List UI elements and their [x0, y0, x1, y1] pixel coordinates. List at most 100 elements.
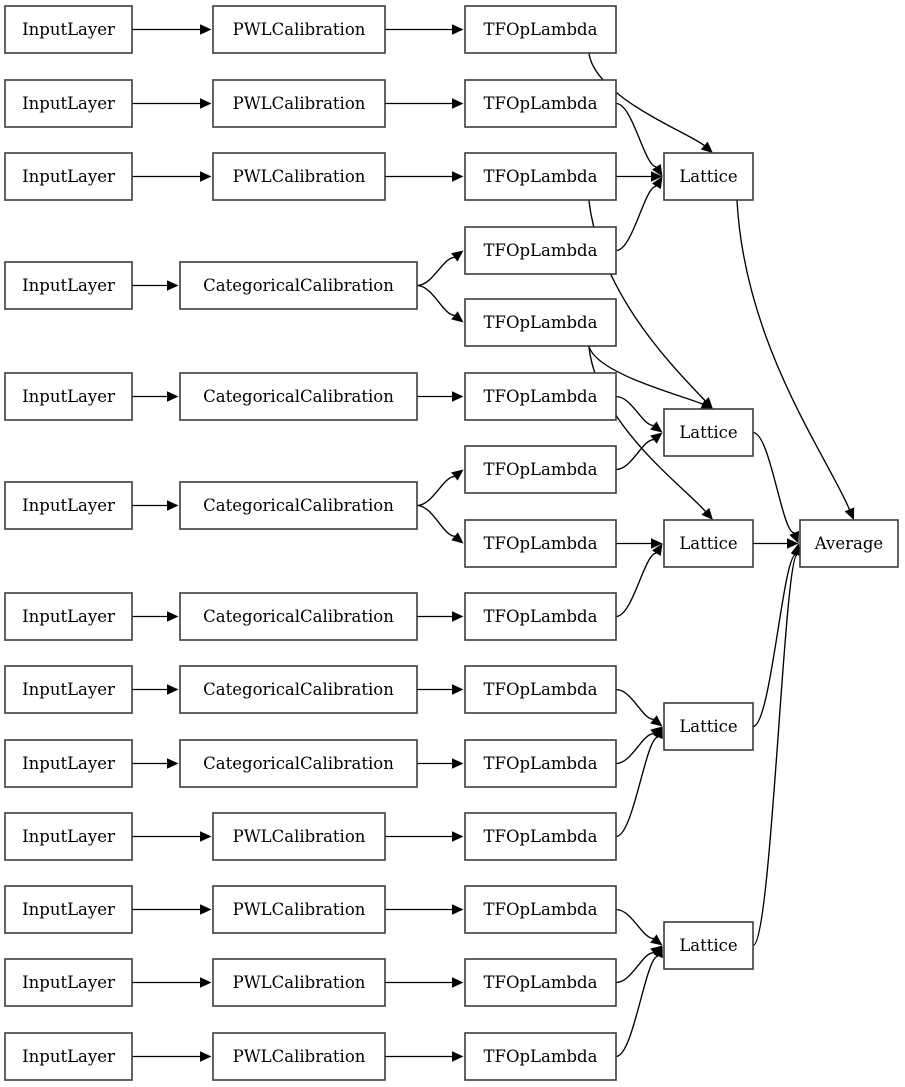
node-input-layer-in12[interactable]: InputLayer	[4, 958, 133, 1007]
node-box[interactable]	[212, 5, 386, 54]
node-box[interactable]	[179, 739, 418, 788]
node-input-layer-in8[interactable]: InputLayer	[4, 665, 133, 714]
node-box[interactable]	[212, 885, 386, 934]
node-categorical-calibration-cal8[interactable]: CategoricalCalibration	[179, 665, 418, 714]
node-box[interactable]	[212, 812, 386, 861]
arrowhead-icon	[167, 758, 179, 769]
node-input-layer-in2[interactable]: InputLayer	[4, 79, 133, 128]
node-input-layer-in9[interactable]: InputLayer	[4, 739, 133, 788]
node-average-avg[interactable]: Average	[799, 519, 899, 568]
node-box[interactable]	[4, 885, 133, 934]
node-box[interactable]	[464, 958, 617, 1007]
node-categorical-calibration-cal4[interactable]: CategoricalCalibration	[179, 261, 418, 310]
node-lattice-lat2[interactable]: Lattice	[663, 408, 754, 457]
node-box[interactable]	[4, 152, 133, 201]
node-box[interactable]	[212, 79, 386, 128]
node-box[interactable]	[464, 298, 617, 347]
node-box[interactable]	[663, 702, 754, 751]
node-pwlcalibration-cal12[interactable]: PWLCalibration	[212, 958, 386, 1007]
node-tfop-lambda-op1[interactable]: TFOpLambda	[464, 5, 617, 54]
node-box[interactable]	[4, 958, 133, 1007]
node-input-layer-in13[interactable]: InputLayer	[4, 1032, 133, 1081]
node-box[interactable]	[179, 665, 418, 714]
node-lattice-lat4[interactable]: Lattice	[663, 702, 754, 751]
node-box[interactable]	[464, 152, 617, 201]
node-input-layer-in5[interactable]: InputLayer	[4, 372, 133, 421]
node-box[interactable]	[464, 445, 617, 494]
edge-line	[615, 102, 657, 168]
node-box[interactable]	[4, 372, 133, 421]
node-box[interactable]	[464, 739, 617, 788]
node-categorical-calibration-cal6[interactable]: CategoricalCalibration	[179, 481, 418, 530]
node-categorical-calibration-cal7[interactable]: CategoricalCalibration	[179, 592, 418, 641]
node-box[interactable]	[4, 592, 133, 641]
node-input-layer-in10[interactable]: InputLayer	[4, 812, 133, 861]
node-box[interactable]	[212, 1032, 386, 1081]
node-box[interactable]	[464, 372, 617, 421]
node-lattice-lat3[interactable]: Lattice	[663, 519, 754, 568]
node-box[interactable]	[4, 739, 133, 788]
node-tfop-lambda-op14[interactable]: TFOpLambda	[464, 958, 617, 1007]
node-box[interactable]	[464, 812, 617, 861]
node-box[interactable]	[464, 79, 617, 128]
arrowhead-icon	[167, 280, 179, 291]
node-box[interactable]	[4, 79, 133, 128]
node-tfop-lambda-op2[interactable]: TFOpLambda	[464, 79, 617, 128]
node-tfop-lambda-op9[interactable]: TFOpLambda	[464, 592, 617, 641]
node-box[interactable]	[4, 665, 133, 714]
node-pwlcalibration-cal13[interactable]: PWLCalibration	[212, 1032, 386, 1081]
edge-input-layer-to-categorical-calibration	[132, 684, 179, 695]
node-categorical-calibration-cal9[interactable]: CategoricalCalibration	[179, 739, 418, 788]
node-box[interactable]	[179, 481, 418, 530]
node-box[interactable]	[4, 1032, 133, 1081]
node-input-layer-in4[interactable]: InputLayer	[4, 261, 133, 310]
node-box[interactable]	[4, 481, 133, 530]
node-box[interactable]	[464, 665, 617, 714]
node-input-layer-in7[interactable]: InputLayer	[4, 592, 133, 641]
node-box[interactable]	[4, 261, 133, 310]
node-pwlcalibration-cal11[interactable]: PWLCalibration	[212, 885, 386, 934]
node-box[interactable]	[179, 592, 418, 641]
node-pwlcalibration-cal10[interactable]: PWLCalibration	[212, 812, 386, 861]
arrowhead-icon	[650, 432, 663, 444]
node-tfop-lambda-op13[interactable]: TFOpLambda	[464, 885, 617, 934]
node-input-layer-in6[interactable]: InputLayer	[4, 481, 133, 530]
node-lattice-lat1[interactable]: Lattice	[663, 152, 754, 201]
node-pwlcalibration-cal3[interactable]: PWLCalibration	[212, 152, 386, 201]
node-box[interactable]	[663, 921, 754, 970]
edge-tfop-lambda-to-lattice	[615, 945, 663, 984]
node-box[interactable]	[464, 5, 617, 54]
node-tfop-lambda-op15[interactable]: TFOpLambda	[464, 1032, 617, 1081]
node-tfop-lambda-op5[interactable]: TFOpLambda	[464, 298, 617, 347]
node-box[interactable]	[464, 592, 617, 641]
node-pwlcalibration-cal2[interactable]: PWLCalibration	[212, 79, 386, 128]
node-box[interactable]	[464, 226, 617, 275]
node-box[interactable]	[212, 958, 386, 1007]
node-tfop-lambda-op3[interactable]: TFOpLambda	[464, 152, 617, 201]
node-tfop-lambda-op6[interactable]: TFOpLambda	[464, 372, 617, 421]
node-box[interactable]	[663, 152, 754, 201]
node-box[interactable]	[464, 519, 617, 568]
node-tfop-lambda-op4[interactable]: TFOpLambda	[464, 226, 617, 275]
node-input-layer-in11[interactable]: InputLayer	[4, 885, 133, 934]
node-tfop-lambda-op10[interactable]: TFOpLambda	[464, 665, 617, 714]
node-lattice-lat5[interactable]: Lattice	[663, 921, 754, 970]
node-categorical-calibration-cal5[interactable]: CategoricalCalibration	[179, 372, 418, 421]
node-box[interactable]	[212, 152, 386, 201]
node-box[interactable]	[663, 408, 754, 457]
node-box[interactable]	[799, 519, 899, 568]
node-input-layer-in1[interactable]: InputLayer	[4, 5, 133, 54]
node-box[interactable]	[464, 885, 617, 934]
node-box[interactable]	[4, 5, 133, 54]
node-box[interactable]	[4, 812, 133, 861]
node-tfop-lambda-op8[interactable]: TFOpLambda	[464, 519, 617, 568]
node-tfop-lambda-op11[interactable]: TFOpLambda	[464, 739, 617, 788]
node-box[interactable]	[179, 372, 418, 421]
node-pwlcalibration-cal1[interactable]: PWLCalibration	[212, 5, 386, 54]
node-box[interactable]	[464, 1032, 617, 1081]
node-tfop-lambda-op7[interactable]: TFOpLambda	[464, 445, 617, 494]
node-box[interactable]	[663, 519, 754, 568]
node-tfop-lambda-op12[interactable]: TFOpLambda	[464, 812, 617, 861]
node-input-layer-in3[interactable]: InputLayer	[4, 152, 133, 201]
node-box[interactable]	[179, 261, 418, 310]
